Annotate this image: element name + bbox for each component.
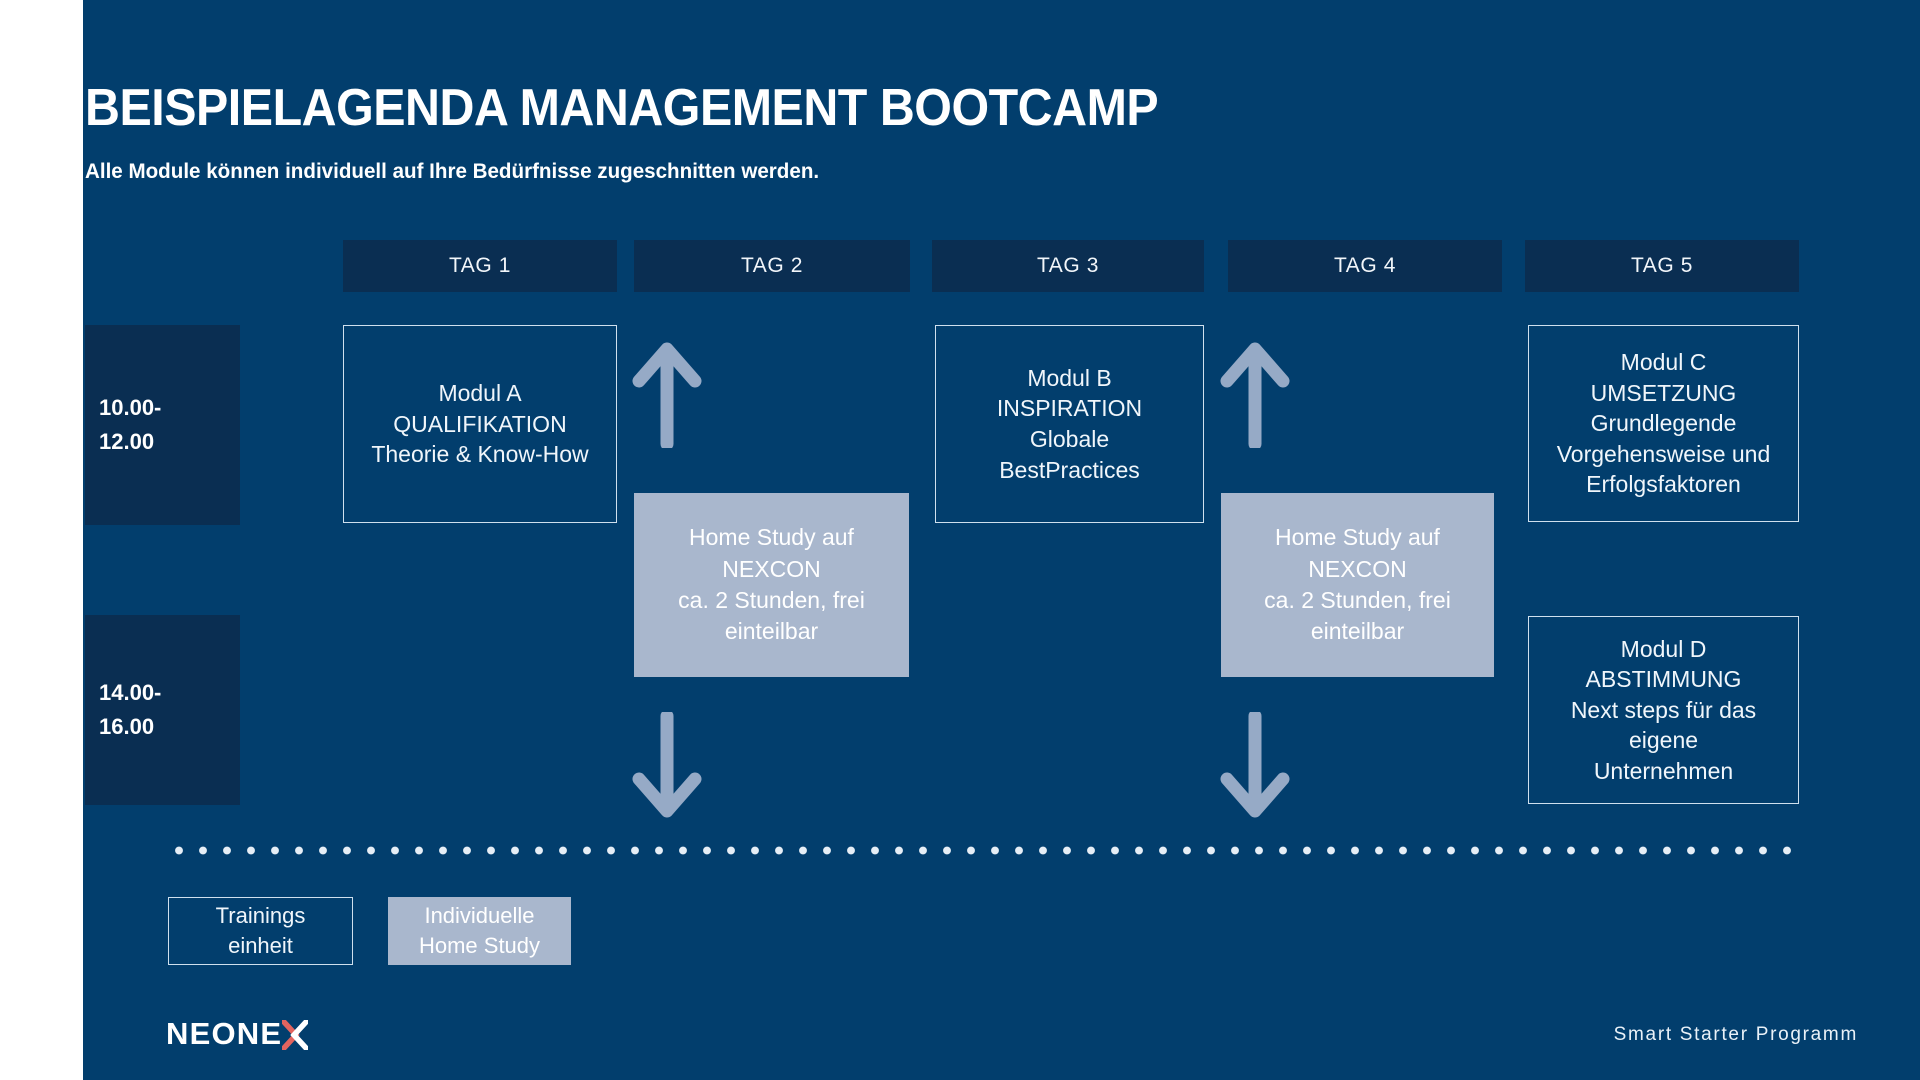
home-study-card-tag-4[interactable]: Home Study auf NEXCON ca. 2 Stunden, fre…: [1221, 493, 1494, 677]
module-b-line-3: Globale: [1029, 426, 1110, 452]
module-b-line-1: Modul B: [1027, 364, 1112, 391]
module-d-line-4: eigene: [1628, 727, 1699, 754]
legend-home-line-1: Individuelle: [424, 902, 535, 928]
legend-training-line-1: Trainings: [215, 902, 306, 928]
module-d-line-3: Next steps für das: [1570, 696, 1757, 723]
legend-item-training: Trainings einheit: [168, 897, 353, 965]
logo-x-icon: [282, 1014, 309, 1050]
module-c-line-4: Vorgehensweise und: [1556, 440, 1771, 467]
module-c-line-3: Grundlegende: [1590, 410, 1737, 437]
module-b-line-2: INSPIRATION: [996, 395, 1143, 422]
footer-program-label: Smart Starter Programm: [1613, 1024, 1858, 1045]
home-study-tag4-line-4: einteilbar: [1310, 618, 1405, 645]
module-d-line-1: Modul D: [1620, 635, 1707, 662]
day-header-tag-3: TAG 3: [932, 240, 1204, 292]
page-title: BEISPIELAGENDA MANAGEMENT BOOTCAMP: [85, 79, 1159, 137]
module-card-c[interactable]: Modul C UMSETZUNG Grundlegende Vorgehens…: [1528, 325, 1799, 522]
home-study-tag4-line-1: Home Study auf: [1275, 524, 1440, 551]
day-header-tag-5: TAG 5: [1525, 240, 1799, 292]
logo-wordmark: NEONE: [166, 1016, 283, 1051]
module-d-line-2: ABSTIMMUNG: [1585, 666, 1742, 693]
home-study-tag2-line-4: einteilbar: [724, 618, 819, 645]
arrow-down-icon-tag-4: [1218, 709, 1292, 827]
module-d-line-5: Unternehmen: [1593, 757, 1734, 784]
module-card-d[interactable]: Modul D ABSTIMMUNG Next steps für das ei…: [1528, 616, 1799, 804]
module-c-line-2: UMSETZUNG: [1590, 379, 1737, 406]
day-header-tag-2: TAG 2: [634, 240, 910, 292]
module-a-line-3: Theorie & Know-How: [371, 441, 589, 468]
module-a-line-2: QUALIFIKATION: [393, 410, 567, 437]
time-slot-morning-end: 12.00: [99, 429, 155, 454]
module-b-line-4: BestPractices: [999, 456, 1140, 483]
home-study-tag4-line-2: NEXCON: [1308, 555, 1407, 582]
legend-item-home-study: Individuelle Home Study: [388, 897, 571, 965]
time-slot-afternoon: 14.00- 16.00: [85, 615, 240, 805]
home-study-tag2-line-3: ca. 2 Stunden, frei: [678, 587, 865, 613]
time-slot-morning-start: 10.00-: [99, 394, 162, 420]
time-slot-morning: 10.00- 12.00: [85, 325, 240, 525]
dotted-divider: [167, 846, 1807, 855]
arrow-down-icon-tag-2: [630, 709, 704, 827]
module-c-line-1: Modul C: [1620, 349, 1707, 376]
legend-training-line-2: einheit: [228, 933, 293, 958]
legend-home-line-2: Home Study: [418, 933, 541, 958]
home-study-tag4-line-3: ca. 2 Stunden, frei: [1264, 587, 1451, 613]
left-white-margin: [0, 0, 83, 1080]
home-study-card-tag-2[interactable]: Home Study auf NEXCON ca. 2 Stunden, fre…: [634, 493, 909, 677]
home-study-tag2-line-1: Home Study auf: [689, 524, 854, 551]
page-subtitle: Alle Module können individuell auf Ihre …: [85, 160, 820, 183]
arrow-up-icon-tag-4: [1218, 338, 1292, 453]
module-card-b[interactable]: Modul B INSPIRATION Globale BestPractice…: [935, 325, 1204, 523]
day-header-tag-4: TAG 4: [1228, 240, 1502, 292]
module-a-line-1: Modul A: [438, 380, 522, 407]
arrow-up-icon-tag-2: [630, 338, 704, 453]
time-slot-afternoon-end: 16.00: [99, 714, 155, 739]
home-study-tag2-line-2: NEXCON: [722, 555, 821, 582]
neonex-logo: NEONE: [166, 1014, 309, 1052]
time-slot-afternoon-start: 14.00-: [99, 679, 162, 705]
module-card-a[interactable]: Modul A QUALIFIKATION Theorie & Know-How: [343, 325, 617, 523]
day-header-tag-1: TAG 1: [343, 240, 617, 292]
module-c-line-5: Erfolgsfaktoren: [1586, 471, 1741, 498]
